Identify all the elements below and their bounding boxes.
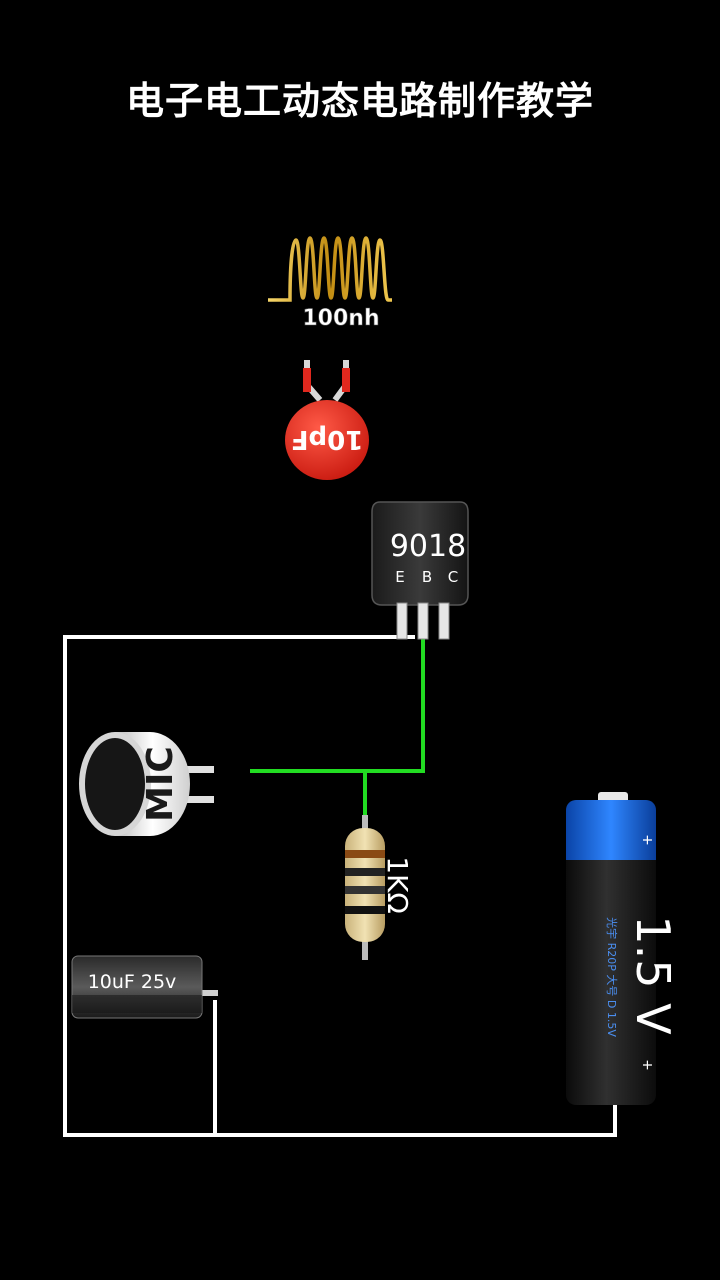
electrolytic-capacitor: 10uF 25v [71,955,218,1019]
resistor-band-2 [345,868,385,876]
battery-label: 1.5 V [626,915,680,1035]
mic-label: MIC [140,746,181,822]
capacitor-label: 10pF [291,424,364,454]
capacitor-body [285,400,369,480]
wire-left-loop [63,635,415,1137]
mic-pin-top [180,766,214,773]
elec-lead [200,990,218,996]
wire-bottom [215,1100,617,1137]
battery-plus-bottom: + [639,1059,655,1071]
battery-plus-top: + [639,834,655,846]
resistor-body [345,828,385,942]
inductor-coil [268,236,392,302]
transistor: 9018 E B C [371,501,469,640]
mic-pin-bottom [180,796,214,803]
battery-body [566,800,656,1105]
resistor-band-4 [345,906,385,914]
transistor-pin-label-c: C [448,568,458,586]
wire-base [250,635,425,773]
page-title: 电子电工动态电路制作教学 [125,79,594,123]
transistor-pin-e [396,602,408,640]
battery-small-text: 光宇 R20P 大号 D 1.5V [605,917,619,1037]
transistor-pin-c [438,602,450,640]
resistor-band-1 [345,850,385,858]
battery-cap [566,800,656,860]
white-wires [63,635,617,1137]
ceramic-capacitor: 10pF [285,360,369,480]
resistor: 1KΩ [345,815,414,960]
microphone: MIC [79,732,214,836]
transistor-pin-label-b: B [422,568,432,586]
inductor: 100nh [268,236,392,331]
transistor-pin-label-e: E [395,568,404,586]
resistor-label: 1KΩ [381,856,414,914]
green-wires [250,635,425,830]
transistor-body [371,501,469,606]
battery: + 1.5 V 光宇 R20P 大号 D 1.5V + [566,792,680,1105]
elec-label: 10uF 25v [88,971,177,993]
resistor-lead-top [362,815,368,839]
transistor-model: 9018 [390,529,466,564]
resistor-band-3 [345,886,385,894]
inductor-label: 100nh [302,306,379,331]
transistor-pin-b [417,602,429,640]
resistor-lead-bottom [362,938,368,960]
